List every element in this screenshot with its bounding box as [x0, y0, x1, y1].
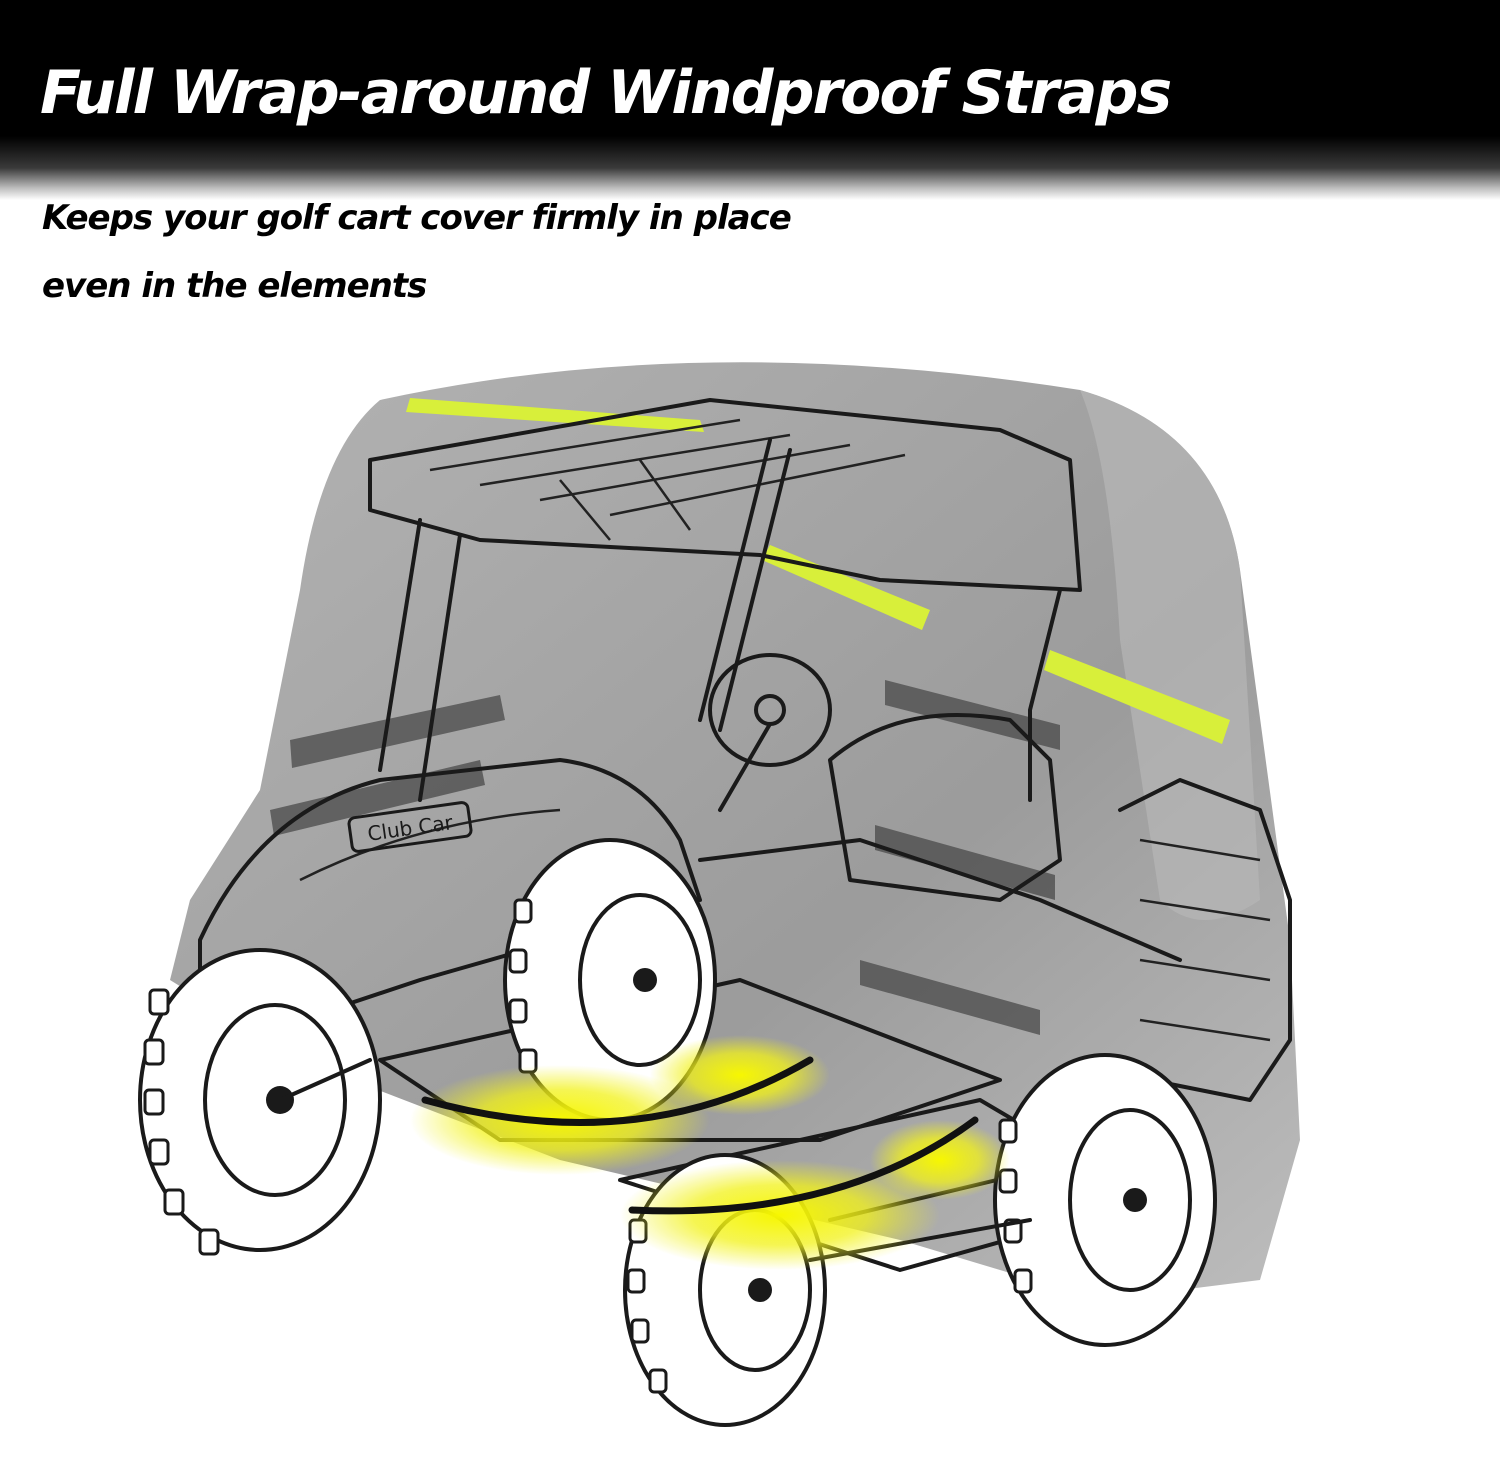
headline: Full Wrap-around Windproof Straps — [40, 58, 1172, 128]
windproof-strap-icon — [410, 1035, 1010, 1270]
subheadline-line-1: Keeps your golf cart cover firmly in pla… — [42, 198, 792, 238]
subheadline-line-2: even in the elements — [42, 266, 427, 306]
rear-right-wheel — [993, 1053, 1217, 1347]
reflective-strip-icon — [406, 398, 1230, 744]
front-left-wheel — [138, 948, 382, 1252]
cart-badge — [347, 801, 473, 853]
golf-cart-cover-illustration: Club Car — [138, 362, 1300, 1427]
header-band — [0, 0, 1500, 200]
